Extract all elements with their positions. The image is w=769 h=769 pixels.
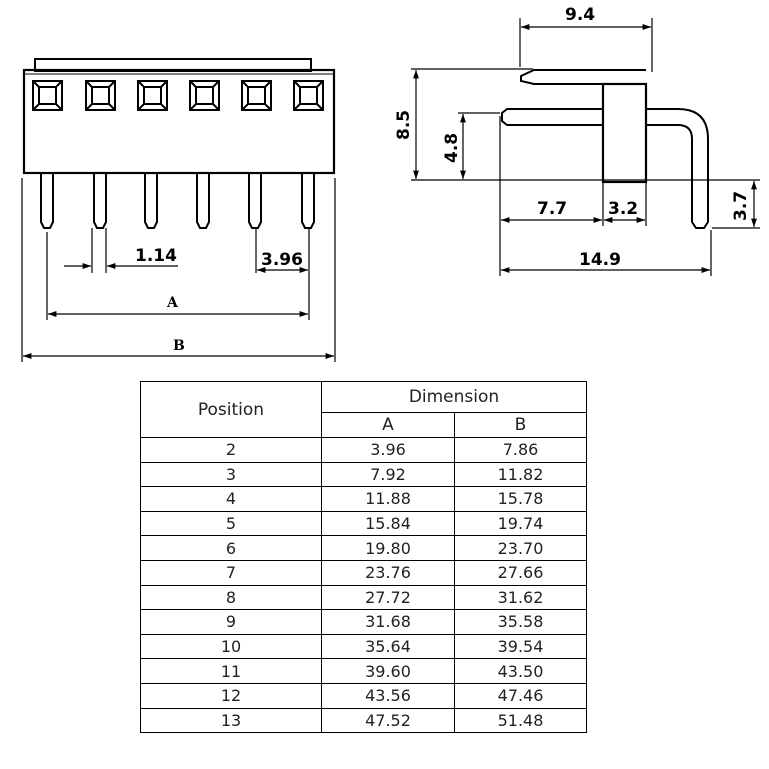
latch: [520, 69, 646, 85]
dimension-header: Dimension: [321, 381, 587, 413]
connector-drawing: 1.14 3.96 A B: [21, 5, 760, 362]
dim-a-cell: 39.60: [321, 658, 455, 684]
dim-b-cell: 35.58: [454, 609, 587, 635]
pin: [196, 173, 210, 229]
contact-window: [32, 80, 63, 111]
housing-body: [22, 68, 336, 175]
pitch-label: 3.96: [261, 250, 303, 270]
position-cell: 7: [140, 559, 322, 586]
dim-a-cell: 23.76: [321, 559, 455, 586]
position-cell: 10: [140, 633, 322, 660]
dim-a-cell: 3.96: [321, 437, 455, 463]
dim-a-label: A: [166, 295, 179, 311]
contact-window: [241, 80, 272, 111]
body-thickness-label: 3.2: [608, 199, 638, 219]
column-a-header: A: [321, 412, 455, 438]
dim-a-cell: 15.84: [321, 510, 455, 537]
dim-b-cell: 43.50: [454, 658, 587, 684]
front-view: [21, 58, 336, 362]
position-cell: 4: [140, 486, 322, 512]
dim-b-cell: 15.78: [454, 486, 587, 512]
total-height-label: 8.5: [394, 110, 414, 140]
side-view: [411, 18, 760, 276]
pin-height-label: 4.8: [442, 133, 462, 163]
position-cell: 6: [140, 535, 322, 561]
pin-width-label: 1.14: [135, 246, 177, 266]
position-cell: 12: [140, 682, 322, 709]
dim-b-cell: 19.74: [454, 510, 587, 537]
dim-a-cell: 47.52: [321, 707, 455, 734]
dim-b-label: B: [173, 338, 185, 354]
dim-a-cell: 7.92: [321, 461, 455, 488]
position-cell: 11: [140, 658, 322, 684]
pin: [144, 173, 158, 229]
position-cell: 5: [140, 510, 322, 537]
dim-a-cell: 43.56: [321, 682, 455, 709]
contact-windows: [32, 80, 324, 111]
pin: [248, 173, 262, 229]
dim-b-cell: 23.70: [454, 535, 587, 561]
contact-window: [293, 80, 324, 111]
pin-horizontal: [501, 108, 603, 126]
dim-a-cell: 27.72: [321, 584, 455, 611]
position-cell: 9: [140, 609, 322, 635]
dim-b-cell: 31.62: [454, 584, 587, 611]
contact-window: [85, 80, 116, 111]
position-cell: 3: [140, 461, 322, 488]
contact-window: [137, 80, 168, 111]
pin: [40, 173, 54, 229]
dim-b-cell: 39.54: [454, 633, 587, 660]
column-b-header: B: [454, 412, 587, 438]
dim-a-cell: 19.80: [321, 535, 455, 561]
front-offset-label: 7.7: [537, 199, 567, 219]
top-width-label: 9.4: [565, 5, 595, 25]
dim-b-cell: 7.86: [454, 437, 587, 463]
tail-length-label: 3.7: [731, 191, 751, 221]
position-header: Position: [140, 381, 322, 438]
pin: [301, 173, 315, 229]
position-cell: 2: [140, 437, 322, 463]
pins: [40, 173, 315, 229]
dim-b-cell: 51.48: [454, 707, 587, 734]
dim-b-cell: 11.82: [454, 461, 587, 488]
contact-window: [189, 80, 220, 111]
dim-b-cell: 27.66: [454, 559, 587, 586]
overall-depth-label: 14.9: [579, 250, 621, 270]
pin: [93, 173, 107, 229]
dim-a-cell: 35.64: [321, 633, 455, 660]
dim-a-cell: 31.68: [321, 609, 455, 635]
dim-b-cell: 47.46: [454, 682, 587, 709]
pin-bent: [646, 108, 709, 229]
position-cell: 8: [140, 584, 322, 611]
dim-a-cell: 11.88: [321, 486, 455, 512]
position-cell: 13: [140, 707, 322, 734]
side-body: [601, 82, 648, 184]
